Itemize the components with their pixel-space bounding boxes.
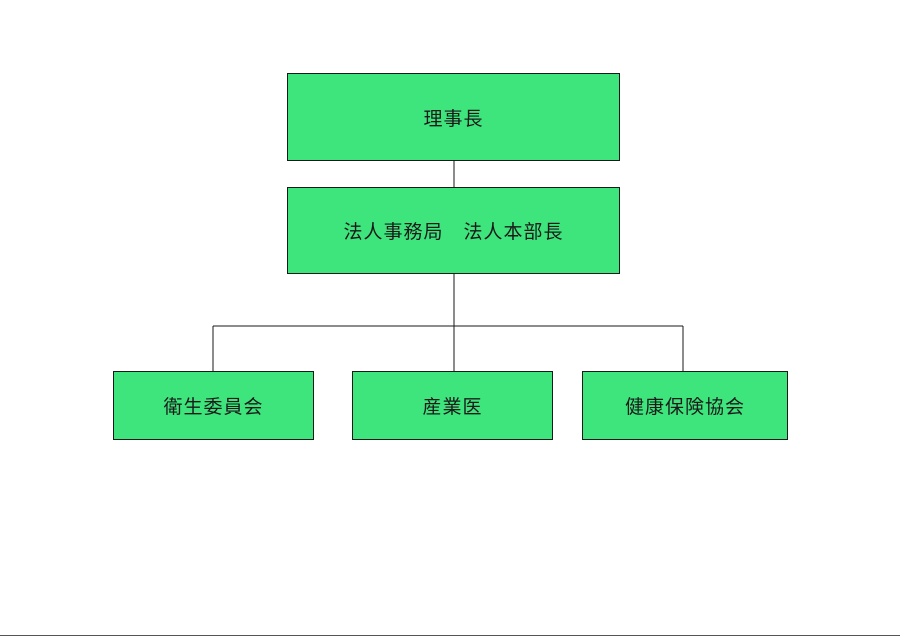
- node-chairman-label: 理事長: [423, 107, 484, 130]
- node-health-insurance-association: 健康保険協会: [582, 371, 788, 440]
- node-hygiene-committee: 衛生委員会: [113, 371, 314, 440]
- node-hygiene-committee-label: 衛生委員会: [163, 396, 264, 418]
- node-corporate-office-label: 法人事務局 法人本部長: [343, 221, 564, 243]
- node-industrial-physician: 産業医: [352, 371, 553, 440]
- node-health-insurance-association-label: 健康保険協会: [624, 396, 745, 418]
- node-corporate-office: 法人事務局 法人本部長: [287, 187, 620, 274]
- node-chairman: 理事長: [287, 73, 620, 161]
- bottom-divider: [0, 635, 900, 636]
- node-industrial-physician-label: 産業医: [422, 396, 483, 418]
